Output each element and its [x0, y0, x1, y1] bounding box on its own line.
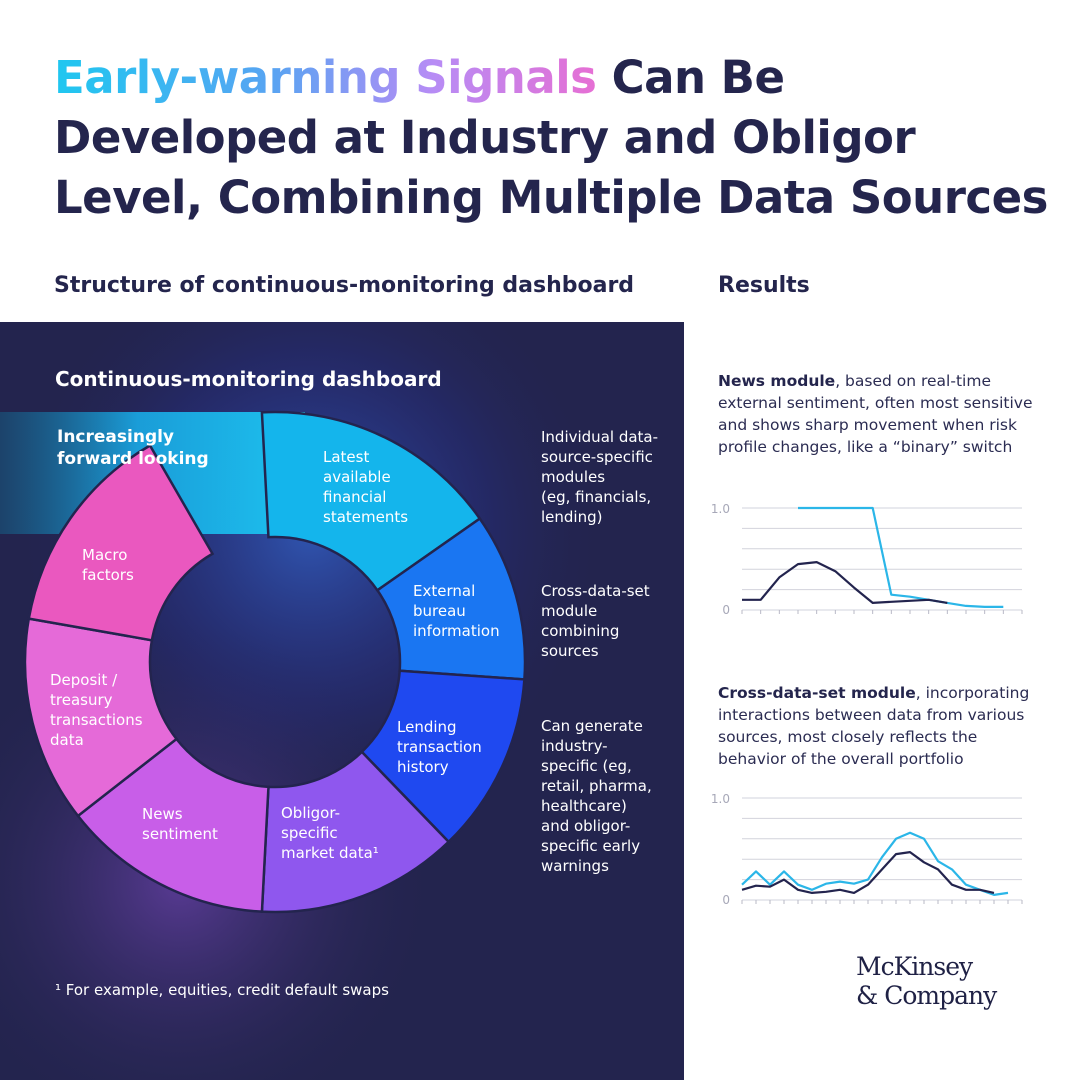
results-heading: Results [718, 273, 810, 298]
cross-module-chart: 1.00 [711, 792, 1023, 907]
headline-line-3: Level, Combining Multiple Data Sources [54, 171, 1048, 224]
news-module-title: News module [718, 372, 836, 390]
news-chart-ytick-zero: 0 [722, 603, 730, 617]
cross-module-description: Cross-data-set module, incorporating int… [718, 682, 1048, 770]
news-chart-series-1 [798, 506, 1004, 608]
cross-chart-series-1 [741, 831, 1009, 896]
results-panel: News module, based on real-time external… [684, 322, 1080, 1080]
left-section-heading: Structure of continuous-monitoring dashb… [54, 273, 635, 298]
dashboard-title: Continuous-monitoring dashboard [55, 367, 442, 391]
mckinsey-logo: McKinsey & Company [856, 952, 997, 1010]
news-chart-ytick-top: 1.0 [711, 502, 730, 516]
cross-chart-ytick-zero: 0 [722, 893, 730, 907]
headline: Early-warning Signals Can Be Developed a… [54, 48, 1054, 228]
ring-segments [23, 410, 527, 914]
ring-segment-news-sentiment [76, 737, 270, 913]
logo-line-2: & Company [856, 981, 997, 1010]
headline-line-2: Developed at Industry and Obligor [54, 111, 916, 164]
headline-line-1: Early-warning Signals Can Be [54, 48, 1054, 108]
ring-segment-financial-statements [260, 410, 482, 593]
ring-segment-macro-factors [27, 443, 215, 642]
footnote: ¹ For example, equities, credit default … [55, 981, 389, 999]
cross-module-text: , incorporating interactions between dat… [718, 684, 1030, 768]
headline-line-1-rest: Can Be [596, 51, 785, 104]
cross-chart-ytick-top: 1.0 [711, 792, 730, 806]
news-module-chart: 1.00 [711, 502, 1023, 617]
news-module-description: News module, based on real-time external… [718, 370, 1048, 458]
headline-highlight: Early-warning Signals [54, 51, 597, 104]
cross-chart-series-2 [741, 851, 995, 894]
news-chart-series-2 [742, 561, 948, 604]
news-module-text: , based on real-time external sentiment,… [718, 372, 1033, 456]
logo-line-1: McKinsey [856, 952, 973, 981]
cross-module-title: Cross-data-set module [718, 684, 916, 702]
